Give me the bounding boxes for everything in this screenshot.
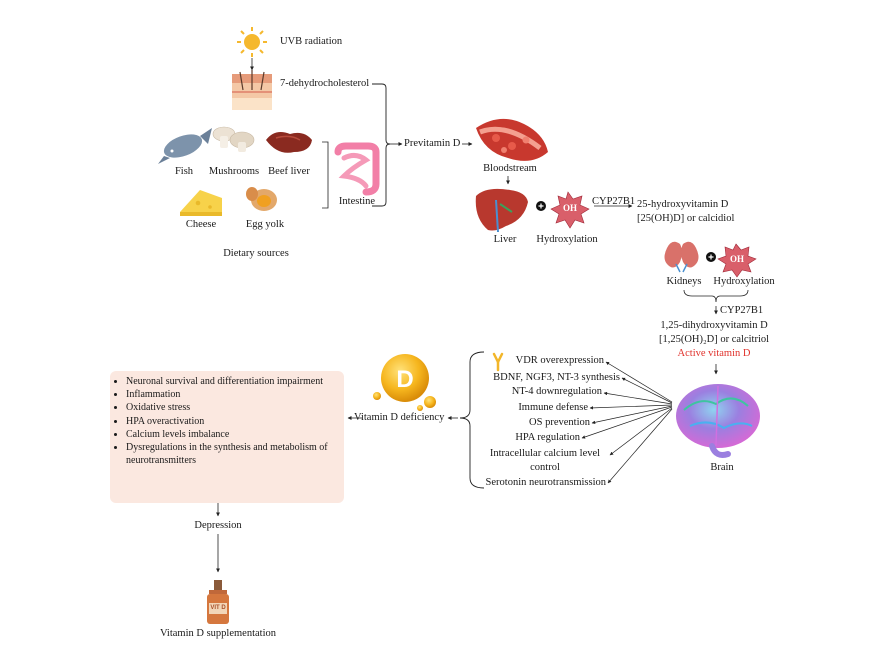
mushrooms-label: Mushrooms [208,166,260,177]
vdr-receptor-icon [492,352,504,372]
consequence-item: Dysregulations in the synthesis and meta… [126,441,338,467]
bottle-text: VIT D [210,605,226,611]
effect-item: HPA regulation [515,432,580,443]
calcidiol-line-1: 25-hydroxyvitamin D [637,199,729,210]
active-vitamin-d-label: Active vitamin D [677,348,751,359]
liver-icon [475,188,528,233]
consequence-item: Calcium levels imbalance [126,428,338,441]
vitamin-d-icon [373,354,436,411]
previtamin-label: Previtamin D [404,138,461,149]
calcitriol-line-1: 1,25-dihydroxyvitamin D [660,320,768,331]
kidneys-icon [664,241,699,273]
effect-connectors [581,361,673,484]
intestine-icon [334,142,380,196]
effect-item: BDNF, NGF3, NT-3 synthesis [493,372,620,383]
consequence-item: HPA overactivation [126,415,338,428]
skin-icon [232,70,272,110]
uvb-label: UVB radiation [280,36,343,47]
effect-item: NT-4 downregulation [511,386,602,397]
supplement-bottle-icon [207,580,229,624]
cheese-label: Cheese [185,219,217,230]
hydroxylation-label-1: Hydroxylation [536,234,598,245]
intestine-label: Intestine [338,196,376,207]
mushroom-icon [212,126,255,152]
effect-item: control [530,462,560,473]
calcitriol-line-2: [1,25(OH)₂D] or calcitriol [658,334,770,345]
cyp27b1-label-2: CYP27B1 [720,305,764,316]
supplementation-label: Vitamin D supplementation [159,628,277,639]
brain-icon [676,384,760,458]
fish-label: Fish [174,166,194,177]
calcidiol-line-2: [25(OH)D] or calcidiol [637,213,735,224]
depression-label: Depression [194,520,242,531]
oh-burst-icon-2 [717,243,757,278]
consequence-item: Inflammation [126,388,338,401]
egg-yolk-label: Egg yolk [245,219,285,230]
effect-item: Intracellular calcium level [489,448,601,459]
dehydrocholesterol-label: 7-dehydrocholesterol [280,78,370,89]
vitamin-d-letter: D [396,366,414,393]
oh-label-2: OH [729,254,745,264]
vitamin-d-deficiency-label: Vitamin D deficiency [354,412,445,423]
cheese-icon [180,190,222,216]
hydroxylation-label-2: Hydroxylation [713,276,775,287]
beef-liver-icon [266,132,312,153]
effect-item: Immune defense [518,402,588,413]
cyp27b1-label-1: CYP27B1 [592,196,636,207]
kidneys-label: Kidneys [666,276,702,287]
egg-yolk-icon [246,187,277,211]
consequence-item: Neuronal survival and differentiation im… [126,375,338,388]
consequence-item: Oxidative stress [126,401,338,414]
oh-label-1: OH [562,203,578,213]
effect-item: OS prevention [529,417,590,428]
brain-label: Brain [710,462,734,473]
liver-label: Liver [493,234,517,245]
dietary-sources-label: Dietary sources [223,248,289,259]
bloodstream-label: Bloodstream [483,163,537,174]
beef-liver-label: Beef liver [268,166,310,177]
effect-item: VDR overexpression [515,355,604,366]
bloodstream-icon [476,118,548,161]
effect-item: Serotonin neurotransmission [485,477,606,488]
fish-icon [158,128,212,164]
oh-burst-icon [550,191,590,229]
consequences-box: Neuronal survival and differentiation im… [110,371,344,503]
sun-icon [237,27,267,57]
